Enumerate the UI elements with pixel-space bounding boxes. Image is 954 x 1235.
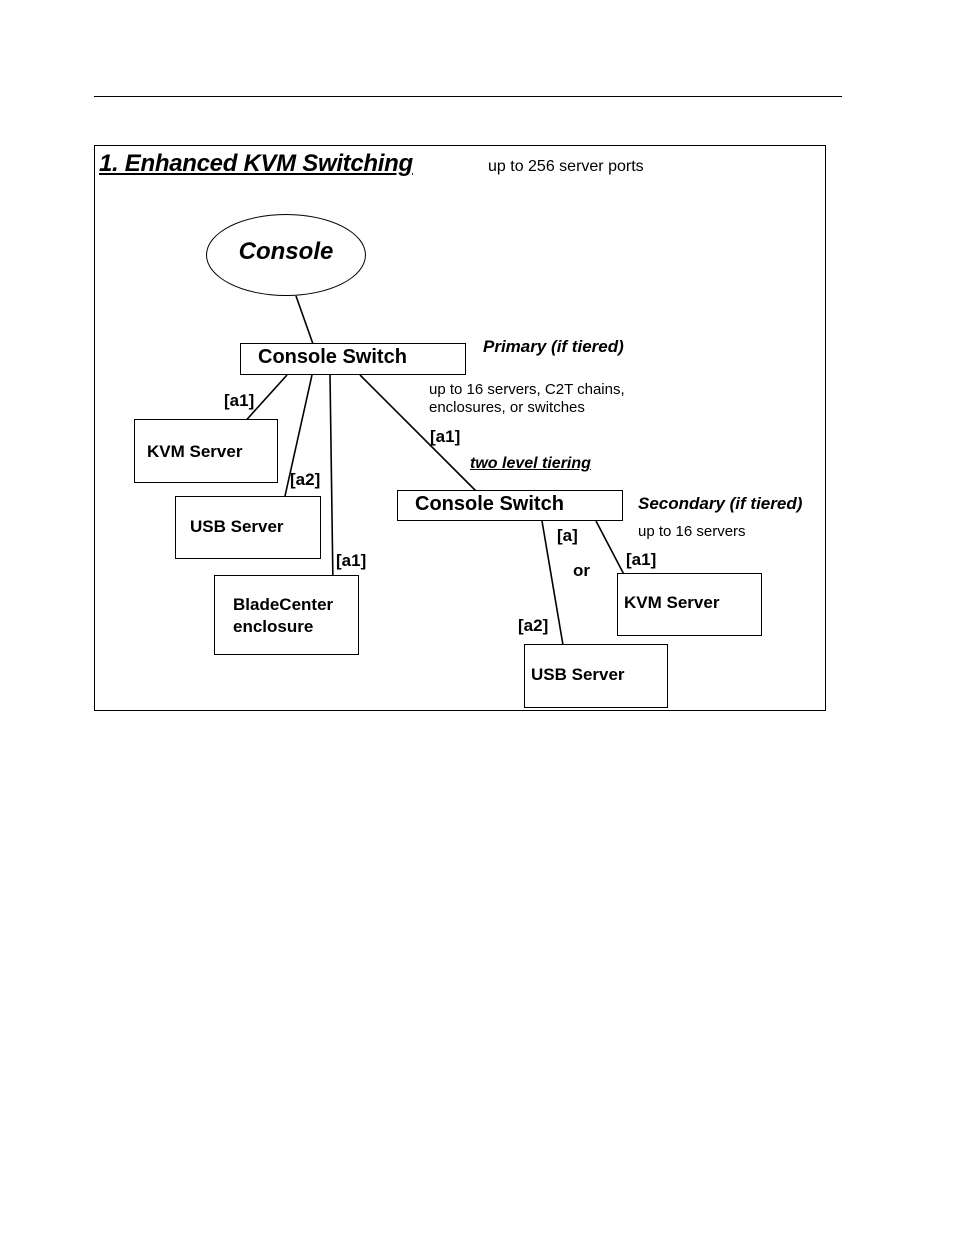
connector-tag-kvm1: [a1] bbox=[224, 391, 255, 410]
line-primary-to-secondary bbox=[359, 374, 477, 492]
diagram-frame bbox=[94, 145, 826, 711]
console-node: Console bbox=[206, 214, 366, 296]
primary-capacity-line2: enclosures, or switches bbox=[429, 399, 585, 416]
secondary-capacity-label: up to 16 servers bbox=[638, 523, 746, 540]
bladecenter-label-line1: BladeCenter bbox=[233, 595, 334, 614]
kvm-server-label-1: KVM Server bbox=[147, 442, 243, 461]
secondary-switch-label: Console Switch bbox=[415, 493, 564, 515]
primary-switch-label: Console Switch bbox=[258, 346, 407, 368]
connector-tag-usb1: [a2] bbox=[290, 470, 321, 489]
header-rule bbox=[94, 96, 842, 97]
secondary-role-label: Secondary (if tiered) bbox=[638, 494, 803, 513]
connector-tag-usb2: [a2] bbox=[518, 616, 549, 635]
connector-tag-blade: [a1] bbox=[336, 551, 367, 570]
line-primary-to-usb1 bbox=[282, 374, 313, 506]
primary-role-label: Primary (if tiered) bbox=[483, 337, 624, 356]
line-primary-to-blade bbox=[329, 374, 334, 587]
kvm-server-label-2: KVM Server bbox=[624, 593, 720, 612]
primary-console-switch: Console Switch bbox=[240, 343, 466, 375]
bladecenter-label-line2: enclosure bbox=[233, 617, 314, 636]
diagram-subtitle: up to 256 server ports bbox=[488, 158, 644, 175]
secondary-console-switch: Console Switch bbox=[397, 490, 623, 521]
usb-server-label-2: USB Server bbox=[531, 665, 625, 684]
line-secondary-to-usb2 bbox=[541, 520, 565, 652]
kvm-server-node-1: KVM Server bbox=[134, 419, 278, 483]
console-label: Console bbox=[238, 238, 334, 265]
line-console-to-primary bbox=[295, 295, 314, 345]
usb-server-node-1: USB Server bbox=[175, 496, 321, 559]
primary-capacity-line1: up to 16 servers, C2T chains, bbox=[429, 381, 625, 398]
kvm-server-node-2: KVM Server bbox=[617, 573, 762, 636]
bladecenter-node: BladeCenter enclosure bbox=[214, 575, 359, 655]
connector-or-label: or bbox=[573, 561, 590, 580]
line-primary-to-kvm1 bbox=[240, 374, 288, 427]
diagram-title: 1. Enhanced KVM Switching bbox=[99, 150, 413, 177]
connector-tag-kvm2: [a1] bbox=[626, 550, 657, 569]
usb-server-label-1: USB Server bbox=[190, 517, 284, 536]
connector-tag-secondary-a: [a] bbox=[557, 526, 578, 545]
two-level-tiering-label: two level tiering bbox=[470, 455, 591, 472]
usb-server-node-2: USB Server bbox=[524, 644, 668, 708]
connector-tag-tier: [a1] bbox=[430, 427, 461, 446]
